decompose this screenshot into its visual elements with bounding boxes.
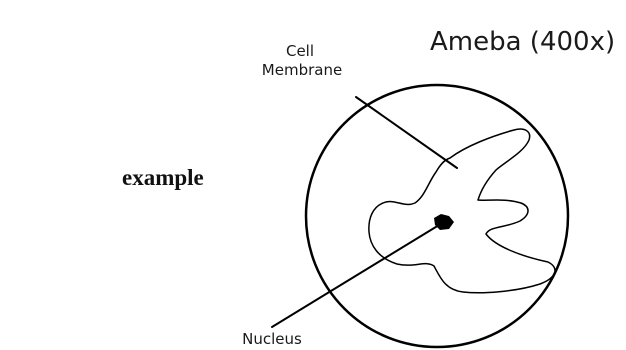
nucleus-pointer-line — [272, 222, 444, 327]
cell-membrane-label-line1: Cell — [286, 42, 314, 60]
diagram-title: Ameba (400x) — [430, 27, 615, 57]
field-of-view-circle — [306, 85, 568, 347]
example-label: example — [122, 165, 204, 190]
cell-membrane-label-line2: Membrane — [262, 61, 342, 79]
ameba-cell-outline — [369, 129, 555, 293]
cell-membrane-pointer-line — [356, 97, 457, 168]
nucleus-label: Nucleus — [242, 330, 302, 348]
